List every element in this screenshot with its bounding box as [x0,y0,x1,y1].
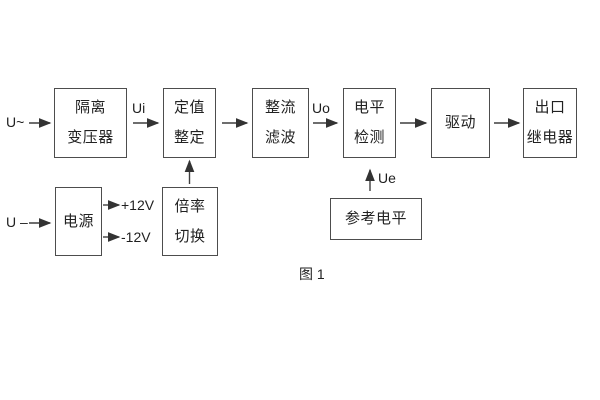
figure-caption: 图 1 [299,266,325,282]
block-level-detection: 电平 检测 [343,88,396,158]
block-setting-adjustment-line2: 整定 [173,129,205,146]
signal-label-ue: Ue [378,170,396,186]
block-isolation-transformer-line2: 变压器 [67,129,114,146]
block-rectifier-filter-line1: 整流 [264,99,296,116]
block-output-relay-line1: 出口 [534,99,566,116]
block-level-detection-line2: 检测 [353,129,385,146]
block-reference-level-label: 参考电平 [344,210,407,227]
signal-label-uo: Uo [312,100,330,116]
rail-label-minus-12v: -12V [121,229,151,245]
block-power-supply-label: 电源 [62,212,94,230]
block-reference-level: 参考电平 [330,198,422,240]
block-setting-adjustment: 定值 整定 [163,88,216,158]
block-power-supply: 电源 [55,187,102,256]
input-label-dc-voltage: U – [6,214,28,230]
block-output-relay-line2: 继电器 [526,129,574,146]
block-isolation-transformer: 隔离 变压器 [54,88,127,158]
block-rectifier-filter: 整流 滤波 [252,88,309,158]
block-rectifier-filter-line2: 滤波 [264,129,296,146]
block-driver: 驱动 [431,88,490,158]
block-driver-label: 驱动 [444,114,476,131]
block-level-detection-line1: 电平 [353,99,385,116]
rail-label-plus-12v: +12V [121,197,155,213]
block-setting-adjustment-line1: 定值 [173,99,205,116]
block-multiplier-switch: 倍率 切换 [162,187,218,256]
block-multiplier-switch-line2: 切换 [174,227,206,245]
block-output-relay: 出口 继电器 [523,88,577,158]
input-label-ac-voltage: U~ [6,114,25,130]
block-isolation-transformer-line1: 隔离 [74,99,106,116]
block-multiplier-switch-line1: 倍率 [174,197,206,215]
signal-label-ui: Ui [132,100,146,116]
